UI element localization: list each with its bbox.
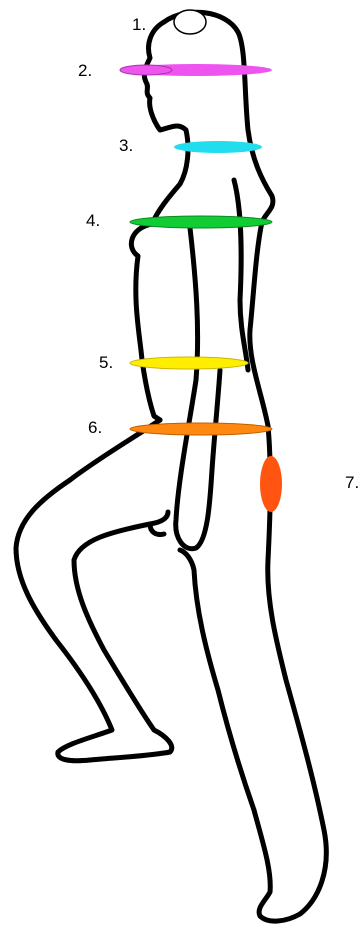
marker-5-waist-band [130, 357, 248, 369]
arm-outline [234, 180, 248, 370]
label-1: 1. [132, 15, 146, 34]
marker-labels: 1. 2. 3. 4. 5. 6. 7. [78, 15, 359, 492]
label-3: 3. [119, 136, 133, 155]
forearm-outline [176, 228, 220, 549]
marker-6-hip-band [130, 423, 272, 435]
back-leg-outline [180, 426, 326, 921]
label-6: 6. [88, 418, 102, 437]
marker-3-neck-band [174, 141, 262, 153]
label-2: 2. [78, 61, 92, 80]
marker-4-chest-band [130, 216, 272, 228]
human-figure-outline [16, 12, 326, 921]
marker-1-crown [174, 10, 206, 34]
label-7: 7. [345, 473, 359, 492]
label-5: 5. [99, 353, 113, 372]
front-leg-outline [16, 420, 172, 761]
knee-outline [150, 524, 164, 535]
label-4: 4. [86, 211, 100, 230]
marker-7-thigh-spot [260, 456, 282, 512]
marker-2-head-band-left [120, 65, 172, 75]
